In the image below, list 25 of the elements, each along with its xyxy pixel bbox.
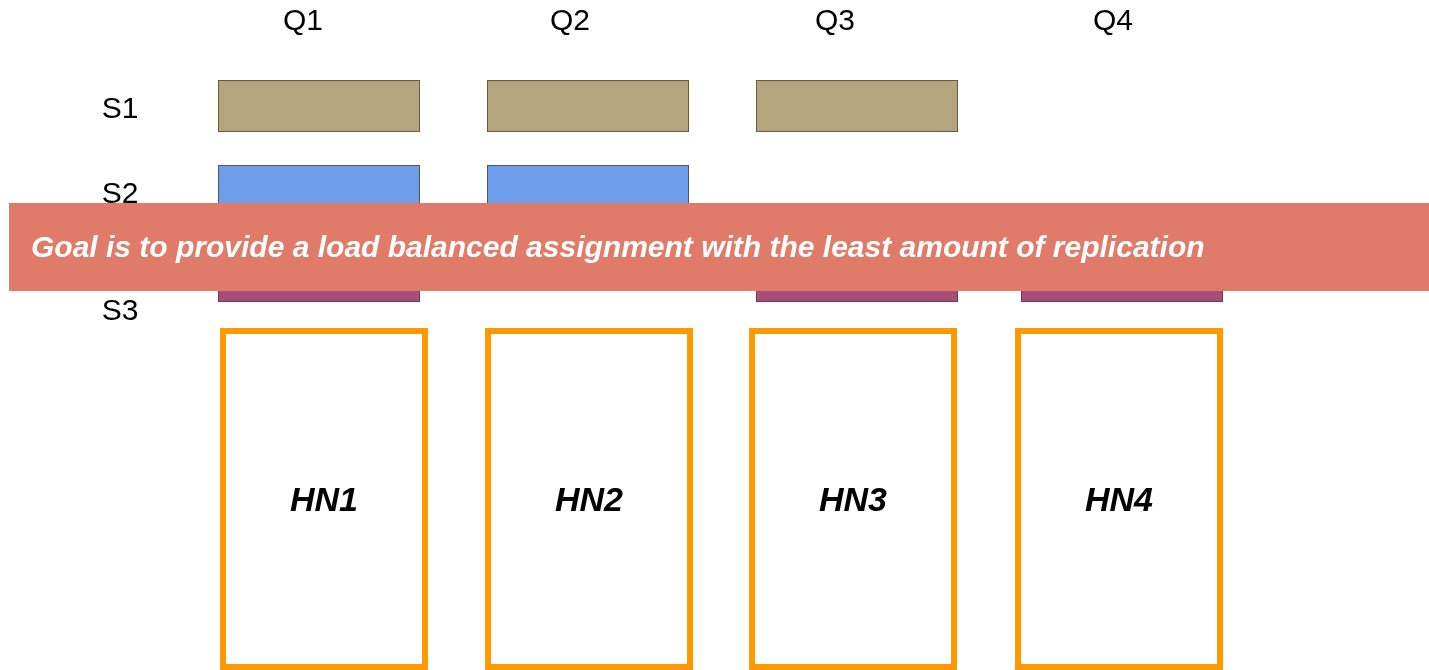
row-label: S2 — [101, 176, 139, 210]
node-label: HN4 — [1085, 479, 1153, 519]
row-label: S1 — [101, 91, 139, 125]
host-node-box — [220, 328, 428, 670]
task-bar — [487, 165, 689, 203]
task-bar — [218, 80, 420, 132]
banner-text: Goal is to provide a load balanced assignment with the least amount of replication — [31, 230, 1205, 264]
host-node-box — [1015, 328, 1223, 670]
column-label: Q4 — [1093, 3, 1133, 37]
task-bar — [218, 165, 420, 203]
host-node-box — [485, 328, 693, 670]
task-bar — [1021, 291, 1223, 302]
row-label: S3 — [101, 293, 139, 327]
task-bar — [218, 291, 420, 302]
task-bar — [756, 80, 958, 132]
column-label: Q2 — [550, 3, 590, 37]
banner — [9, 203, 1429, 291]
column-label: Q1 — [283, 3, 323, 37]
task-bar — [487, 80, 689, 132]
node-label: HN2 — [555, 479, 623, 519]
column-label: Q3 — [815, 3, 855, 37]
node-label: HN1 — [290, 479, 358, 519]
host-node-box — [749, 328, 957, 670]
node-label: HN3 — [819, 479, 887, 519]
task-bar — [756, 291, 958, 302]
